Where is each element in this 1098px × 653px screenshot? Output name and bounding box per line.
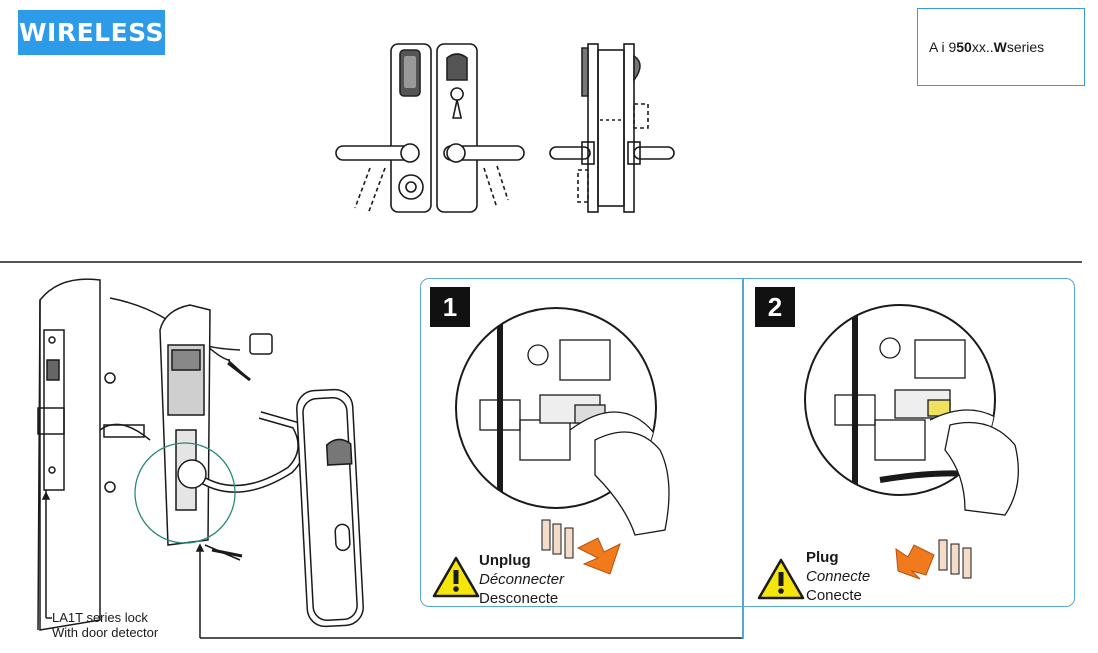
- steps-panel: [420, 278, 1075, 607]
- hand-step1: [594, 431, 670, 536]
- step-2-caption: Plug Connecte Conecte: [806, 548, 870, 605]
- step-1-fr: Déconnecter: [479, 571, 565, 588]
- section-divider: [0, 261, 1082, 263]
- lock-label-line2: With door detector: [52, 625, 159, 640]
- step-2-title: Plug: [806, 549, 839, 566]
- warning-icon: [432, 556, 480, 598]
- lock-label-line1: LA1T series lock: [52, 610, 148, 625]
- hand-step2: [944, 421, 1019, 516]
- step-1-title: Unplug: [479, 552, 531, 569]
- panel-divider: [742, 279, 744, 639]
- wireless-badge: WIRELESS: [18, 10, 165, 55]
- arrow-out-icon: [576, 537, 621, 575]
- front-back-view: [335, 43, 525, 215]
- step-1-es: Desconecte: [479, 590, 559, 607]
- connector-pins-1: [541, 519, 574, 559]
- series-prefix: A i 9: [929, 39, 957, 55]
- step-1-caption: Unplug Déconnecter Desconecte: [479, 551, 564, 608]
- series-bold-end: W: [993, 39, 1007, 55]
- door-lock-exploded: [37, 278, 742, 639]
- lock-label: LA1T series lock With door detector: [52, 610, 158, 640]
- step-2-es: Conecte: [806, 587, 862, 604]
- step-1-number: 1: [430, 287, 470, 327]
- side-view: [549, 43, 675, 213]
- warning-icon: [757, 558, 805, 600]
- series-suffix: series: [1006, 39, 1045, 55]
- series-mid: xx..: [971, 39, 994, 55]
- arrow-in-icon: [895, 544, 935, 580]
- connector-pins-2: [938, 539, 972, 579]
- step-2-fr: Connecte: [806, 568, 871, 585]
- series-bold-mid: 50: [956, 39, 972, 55]
- step-2-number: 2: [755, 287, 795, 327]
